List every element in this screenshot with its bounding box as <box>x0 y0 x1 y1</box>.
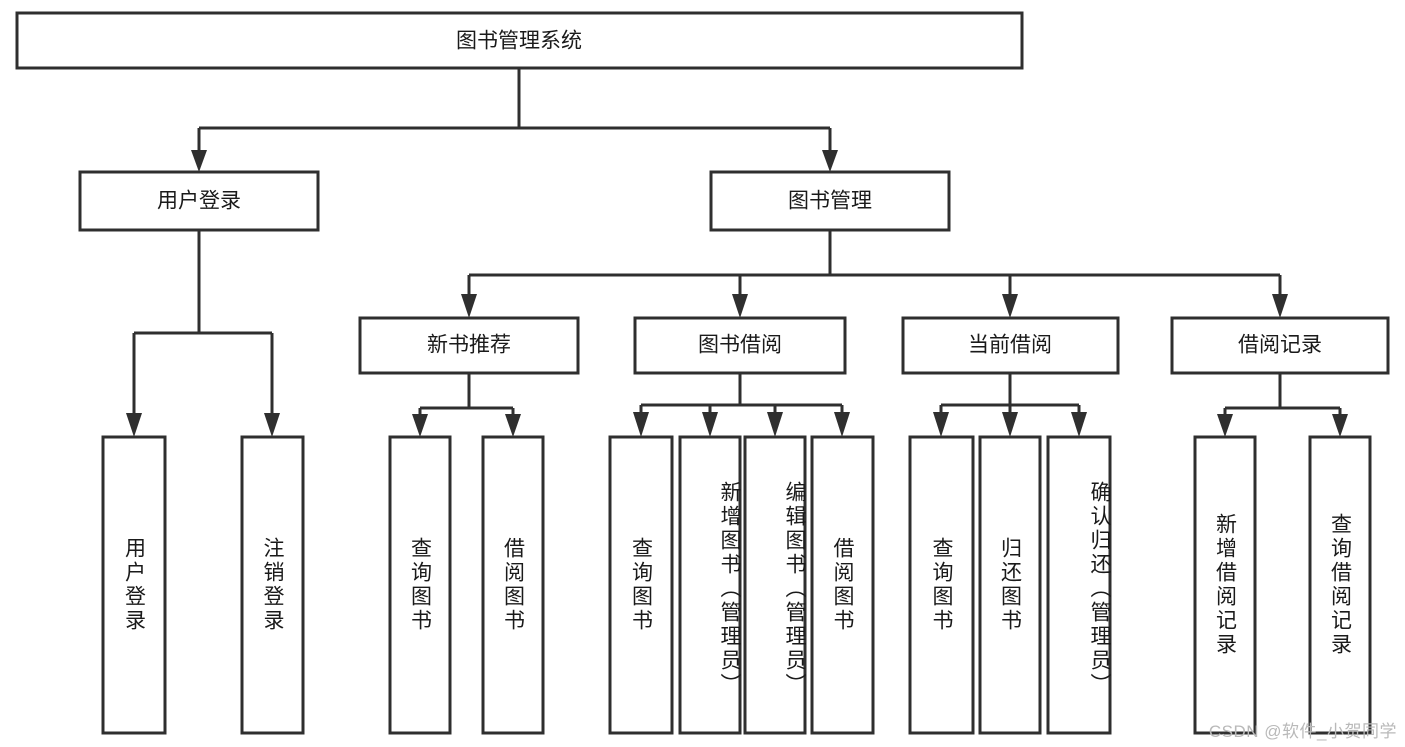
node-new-book-rec-label: 新书推荐 <box>427 334 511 357</box>
node-book-manage[interactable]: 图书管理 <box>709 170 951 232</box>
node-root-label: 图书管理系统 <box>456 30 582 53</box>
connector-group-borrow-record <box>1217 373 1348 437</box>
node-leaf-query-book-2-label: 查询图书 <box>629 537 653 633</box>
arrowhead-leaf-add-record <box>1217 414 1233 437</box>
node-leaf-confirm-return-rect[interactable] <box>1046 435 1112 735</box>
node-borrow-record[interactable]: 借阅记录 <box>1170 316 1390 375</box>
node-root[interactable]: 图书管理系统 <box>15 11 1024 70</box>
node-leaf-borrow-book-2-label: 借阅图书 <box>831 537 854 633</box>
node-leaf-return-book-label: 归还图书 <box>998 537 1022 633</box>
arrowhead-leaf-logout <box>264 413 280 437</box>
node-leaf-add-book-label: 新增图书（管理员） <box>718 481 741 697</box>
node-leaf-borrow-book-1-label: 借阅图书 <box>501 537 525 633</box>
node-leaf-confirm-return-label: 确认归还（管理员） <box>1088 481 1111 697</box>
node-book-borrow[interactable]: 图书借阅 <box>633 316 847 375</box>
node-leaf-user-login-label: 用户登录 <box>122 537 146 633</box>
node-borrow-record-rect[interactable] <box>1170 316 1390 375</box>
node-new-book-rec-rect[interactable] <box>358 316 580 375</box>
node-current-borrow-rect[interactable] <box>901 316 1120 375</box>
node-borrow-record-label: 借阅记录 <box>1238 334 1322 357</box>
arrowhead-new-book-rec <box>461 294 477 318</box>
connector-group-new-book-rec <box>412 373 521 437</box>
node-book-borrow-rect[interactable] <box>633 316 847 375</box>
node-user-login[interactable]: 用户登录 <box>78 170 320 232</box>
node-book-manage-label: 图书管理 <box>788 190 872 213</box>
node-leaf-edit-book-label: 编辑图书（管理员） <box>783 481 806 697</box>
node-leaf-borrow-book-2-rect[interactable] <box>810 435 875 735</box>
arrowhead-current-borrow <box>1002 294 1018 318</box>
node-leaf-query-book-2-rect[interactable] <box>608 435 674 735</box>
node-leaf-query-book-1-rect[interactable] <box>388 435 452 735</box>
node-new-book-rec[interactable]: 新书推荐 <box>358 316 580 375</box>
connector-group-current-borrow <box>933 373 1087 437</box>
node-current-borrow[interactable]: 当前借阅 <box>901 316 1120 375</box>
node-leaf-add-record-label: 新增借阅记录 <box>1213 513 1237 657</box>
arrowhead-book-manage <box>822 150 838 172</box>
arrowhead-leaf-query-book-3 <box>933 412 949 437</box>
arrowhead-leaf-query-book-1 <box>412 414 428 437</box>
arrowhead-leaf-add-book <box>702 412 718 437</box>
watermark-text: CSDN @软件_小贺同学 <box>1208 722 1397 741</box>
arrowhead-leaf-edit-book <box>767 412 783 437</box>
arrowhead-leaf-confirm-return <box>1071 412 1087 437</box>
node-leaf-query-book-1-label: 查询图书 <box>408 537 432 633</box>
arrowhead-book-borrow <box>732 294 748 318</box>
node-leaf-query-book-3-label: 查询图书 <box>930 537 953 633</box>
arrowhead-leaf-query-record <box>1332 414 1348 437</box>
connector-group-root <box>191 68 838 172</box>
connector-group-book-borrow <box>633 373 850 437</box>
arrowhead-leaf-return-book <box>1002 412 1018 437</box>
node-user-login-rect[interactable] <box>78 170 320 232</box>
node-root-rect[interactable] <box>15 11 1024 70</box>
node-leaf-add-record-rect[interactable] <box>1193 435 1257 735</box>
node-leaf-query-book-3-rect[interactable] <box>908 435 975 735</box>
node-user-login-label: 用户登录 <box>157 190 241 213</box>
node-leaf-user-login-rect[interactable] <box>101 435 167 735</box>
connector-group-book-manage <box>461 230 1288 318</box>
node-leaf-borrow-book-1-rect[interactable] <box>481 435 545 735</box>
arrowhead-borrow-record <box>1272 294 1288 318</box>
node-leaf-add-book-rect[interactable] <box>678 435 742 735</box>
arrowhead-leaf-borrow-book-2 <box>834 412 850 437</box>
node-leaf-query-record-rect[interactable] <box>1308 435 1372 735</box>
node-leaf-edit-book-rect[interactable] <box>743 435 807 735</box>
node-leaf-logout-rect[interactable] <box>240 435 305 735</box>
node-leaf-return-book-rect[interactable] <box>978 435 1042 735</box>
arrowhead-leaf-query-book-2 <box>633 412 649 437</box>
node-current-borrow-label: 当前借阅 <box>968 334 1052 357</box>
node-leaf-query-record-label: 查询借阅记录 <box>1328 513 1352 657</box>
node-book-borrow-label: 图书借阅 <box>698 334 782 357</box>
arrowhead-leaf-user-login <box>126 413 142 437</box>
connector-group-user-login <box>126 230 280 437</box>
arrowhead-leaf-borrow-book-1 <box>505 414 521 437</box>
arrowhead-user-login <box>191 150 207 172</box>
node-book-manage-rect[interactable] <box>709 170 951 232</box>
node-leaf-logout-label: 注销登录 <box>261 537 284 633</box>
